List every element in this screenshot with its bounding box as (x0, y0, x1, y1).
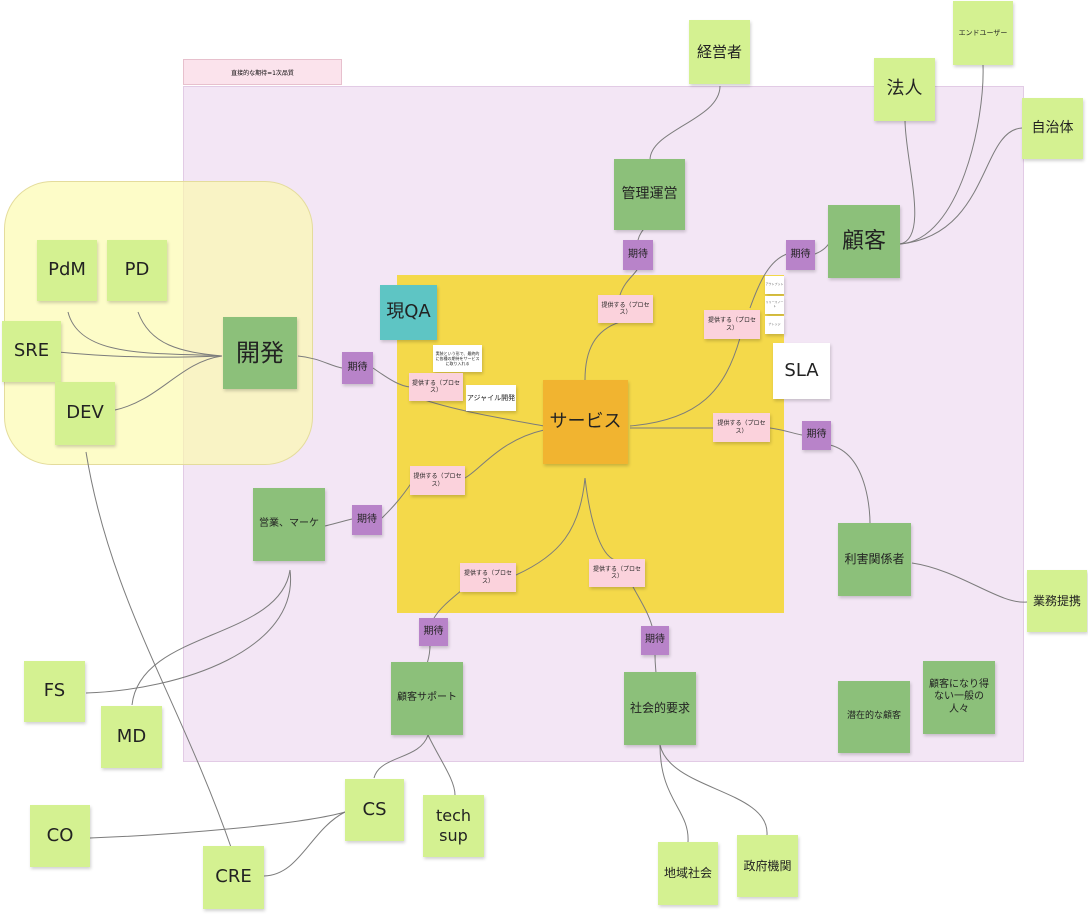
expect-note-support[interactable]: 期待 (419, 618, 448, 646)
sales-note[interactable]: 営業、マーケ (253, 488, 325, 561)
stakeholder-note[interactable]: 利害関係者 (838, 523, 911, 596)
general-public-note[interactable]: 顧客になり得ない一般の人々 (923, 661, 995, 734)
support-note[interactable]: 顧客サポート (391, 662, 463, 735)
mini-note-2[interactable]: リリースノート (765, 296, 784, 314)
sla-note[interactable]: SLA (773, 343, 830, 399)
expect-note-customer[interactable]: 期待 (786, 240, 815, 270)
cs-note[interactable]: CS (345, 779, 404, 841)
executive-note[interactable]: 経営者 (689, 20, 750, 84)
potential-customer-note[interactable]: 潜在的な顧客 (838, 681, 910, 753)
provide-note-right[interactable]: 提供する（プロセス） (713, 413, 770, 442)
management-note[interactable]: 管理運営 (614, 159, 685, 230)
sre-note[interactable]: SRE (2, 321, 61, 382)
expect-note-stakeholder[interactable]: 期待 (802, 421, 831, 450)
government-note[interactable]: 政府機関 (737, 835, 798, 897)
service-note[interactable]: サービス (543, 380, 628, 464)
corporate-note[interactable]: 法人 (874, 58, 935, 121)
social-note[interactable]: 社会的要求 (624, 672, 696, 745)
dev-note[interactable]: DEV (55, 382, 115, 445)
provide-note-bottom-left[interactable]: 提供する（プロセス） (460, 563, 516, 592)
local-community-note[interactable]: 地域社会 (658, 842, 718, 905)
expect-note-management[interactable]: 期待 (623, 240, 653, 270)
provide-note-left[interactable]: 提供する（プロセス） (409, 373, 463, 401)
expect-note-social[interactable]: 期待 (641, 626, 669, 655)
municipality-note[interactable]: 自治体 (1022, 98, 1083, 159)
frame-label: 直接的な期待=1次品質 (183, 59, 342, 85)
mini-note-3[interactable]: ナレッジ (765, 316, 784, 334)
agile-note[interactable]: アジャイル開発 (466, 385, 516, 411)
pdm-note[interactable]: PdM (37, 240, 97, 301)
end-user-note[interactable]: エンドユーザー (953, 1, 1013, 65)
provide-note-left-bottom[interactable]: 提供する（プロセス） (410, 466, 465, 495)
fs-note[interactable]: FS (24, 661, 85, 722)
partnership-note[interactable]: 業務提携 (1027, 570, 1087, 632)
qa-note[interactable]: 現QA (380, 285, 437, 340)
md-note[interactable]: MD (101, 706, 162, 768)
expect-note-sales[interactable]: 期待 (352, 505, 382, 535)
memo-note[interactable]: 実装という形で、最終的に各種の期待をサービスに取り入れる (433, 345, 482, 372)
development-note[interactable]: 開発 (223, 317, 297, 389)
cre-note[interactable]: CRE (203, 846, 264, 909)
provide-note-bottom-right[interactable]: 提供する（プロセス） (589, 559, 645, 587)
provide-note-right-top[interactable]: 提供する（プロセス） (704, 310, 760, 339)
customer-note[interactable]: 顧客 (828, 205, 900, 278)
co-note[interactable]: CO (30, 805, 90, 867)
mini-note-1[interactable]: アウトプット (765, 276, 784, 294)
expect-note-dev[interactable]: 期待 (342, 352, 373, 384)
tech-support-note[interactable]: tech sup (423, 795, 484, 857)
provide-note-top[interactable]: 提供する（プロセス） (598, 295, 653, 323)
pd-note[interactable]: PD (107, 240, 167, 301)
